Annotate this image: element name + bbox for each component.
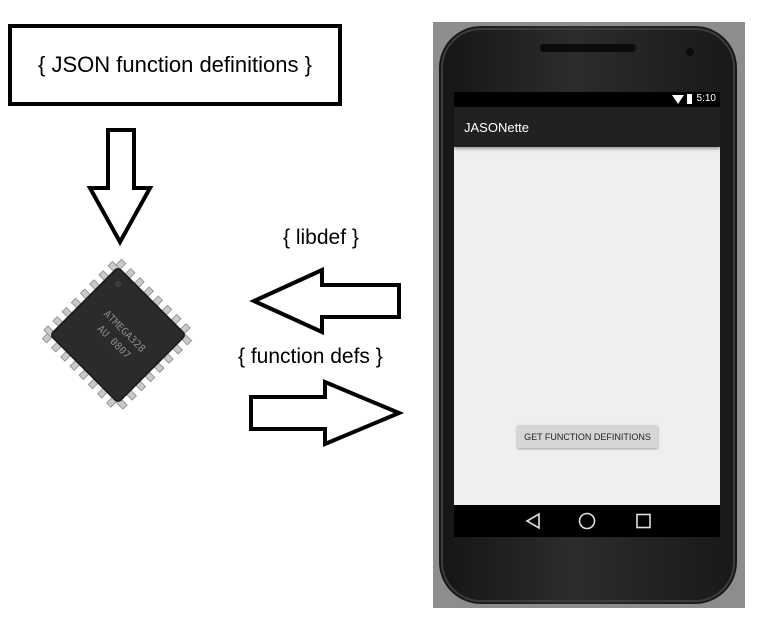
wifi-icon: [672, 95, 684, 104]
json-definitions-text: { JSON function definitions }: [38, 52, 312, 77]
status-bar: 5:10: [454, 92, 720, 107]
phone-edge: [441, 28, 735, 602]
phone-speaker: [540, 44, 636, 52]
back-icon[interactable]: [525, 512, 540, 530]
action-bar: JASONette: [454, 107, 720, 147]
json-definitions-box: { JSON function definitions }: [8, 24, 342, 106]
navigation-bar: [454, 505, 720, 537]
status-time: 5:10: [696, 93, 716, 104]
function-defs-label: { function defs }: [238, 345, 383, 368]
phone-screen: 5:10 JASONette GET FUNCTION DEFINITIONS: [454, 92, 720, 537]
svg-text:ATMEGA328: ATMEGA328: [101, 309, 147, 355]
libdef-label: { libdef }: [283, 226, 359, 249]
recents-icon[interactable]: [636, 513, 651, 529]
svg-text:AU 0807: AU 0807: [95, 324, 133, 362]
get-function-definitions-button[interactable]: GET FUNCTION DEFINITIONS: [517, 425, 658, 448]
app-title: JASONette: [464, 120, 530, 135]
battery-icon: [687, 94, 692, 104]
phone-camera: [686, 48, 694, 56]
home-icon[interactable]: [578, 512, 596, 530]
